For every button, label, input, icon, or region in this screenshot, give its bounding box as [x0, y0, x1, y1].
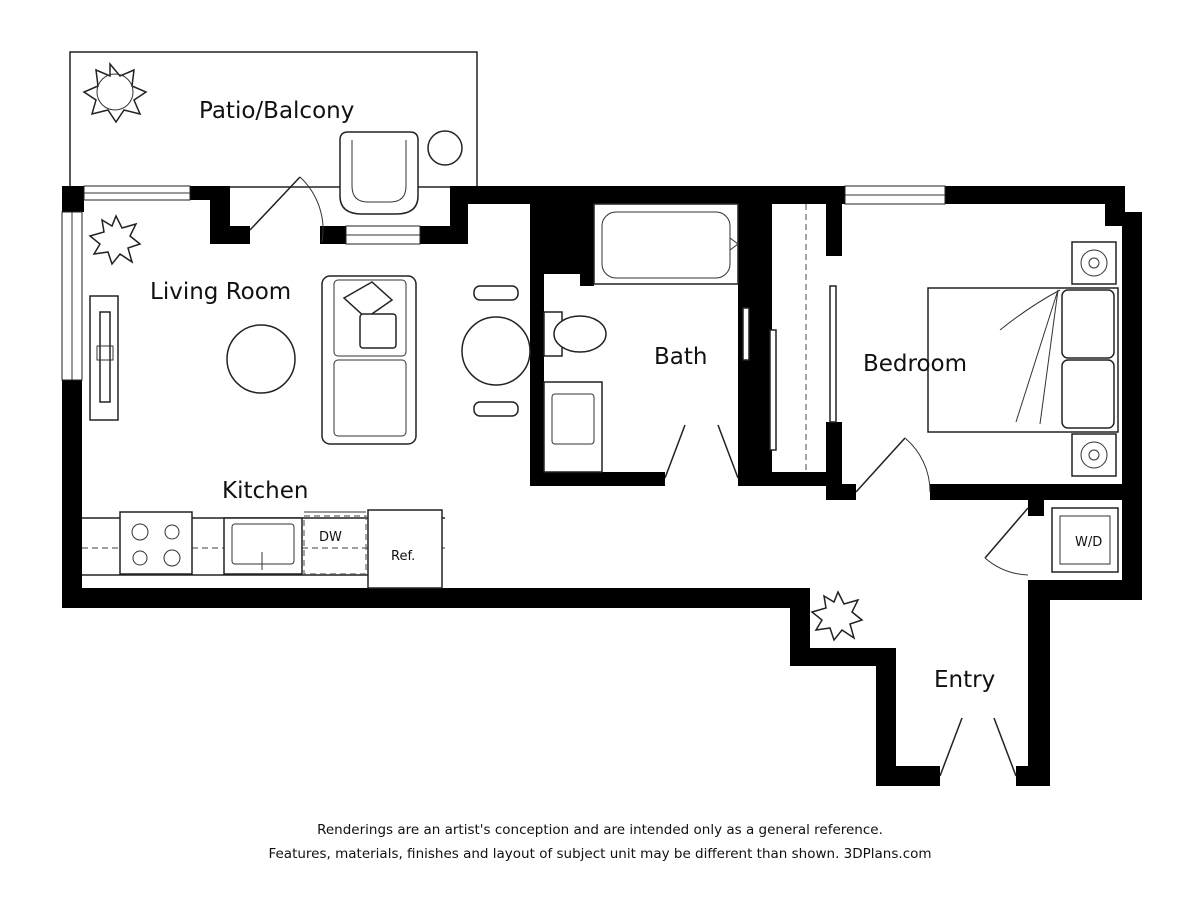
refrigerator — [367, 509, 443, 589]
patio-railing — [69, 51, 478, 188]
dishwasher-label: DW — [319, 530, 342, 545]
room-label-living: Living Room — [150, 279, 291, 305]
windows — [61, 185, 946, 381]
patio-plant — [82, 61, 148, 124]
washer-dryer — [1051, 507, 1119, 573]
patio-table — [427, 130, 463, 166]
bath-vanity — [543, 381, 603, 473]
tv-console — [89, 295, 119, 421]
bathtub — [593, 203, 739, 285]
patio-chair — [339, 131, 419, 215]
walls — [62, 186, 1142, 786]
washer-dryer-label: W/D — [1075, 535, 1102, 550]
room-label-entry: Entry — [934, 667, 995, 693]
toilet — [543, 311, 607, 357]
living-plant — [88, 214, 142, 266]
bath-towel-bar — [742, 307, 750, 361]
coffee-table — [226, 324, 296, 394]
doors — [249, 176, 1029, 777]
refrigerator-label: Ref. — [391, 549, 415, 564]
kitchen-sink — [223, 517, 303, 575]
nightstand-top — [1071, 241, 1117, 285]
room-label-bath: Bath — [654, 344, 707, 370]
bed — [927, 287, 1119, 433]
stove — [119, 511, 193, 575]
room-label-bedroom: Bedroom — [863, 351, 967, 377]
room-label-patio: Patio/Balcony — [199, 98, 354, 124]
dishwasher — [303, 515, 367, 575]
disclaimer-line-2: Features, materials, finishes and layout… — [268, 846, 932, 862]
dining-set — [461, 285, 531, 417]
nightstand-bottom — [1071, 433, 1117, 477]
sofa — [321, 275, 417, 445]
entry-plant — [810, 590, 864, 642]
room-label-kitchen: Kitchen — [222, 478, 308, 504]
disclaimer-line-1: Renderings are an artist's conception an… — [317, 822, 883, 838]
